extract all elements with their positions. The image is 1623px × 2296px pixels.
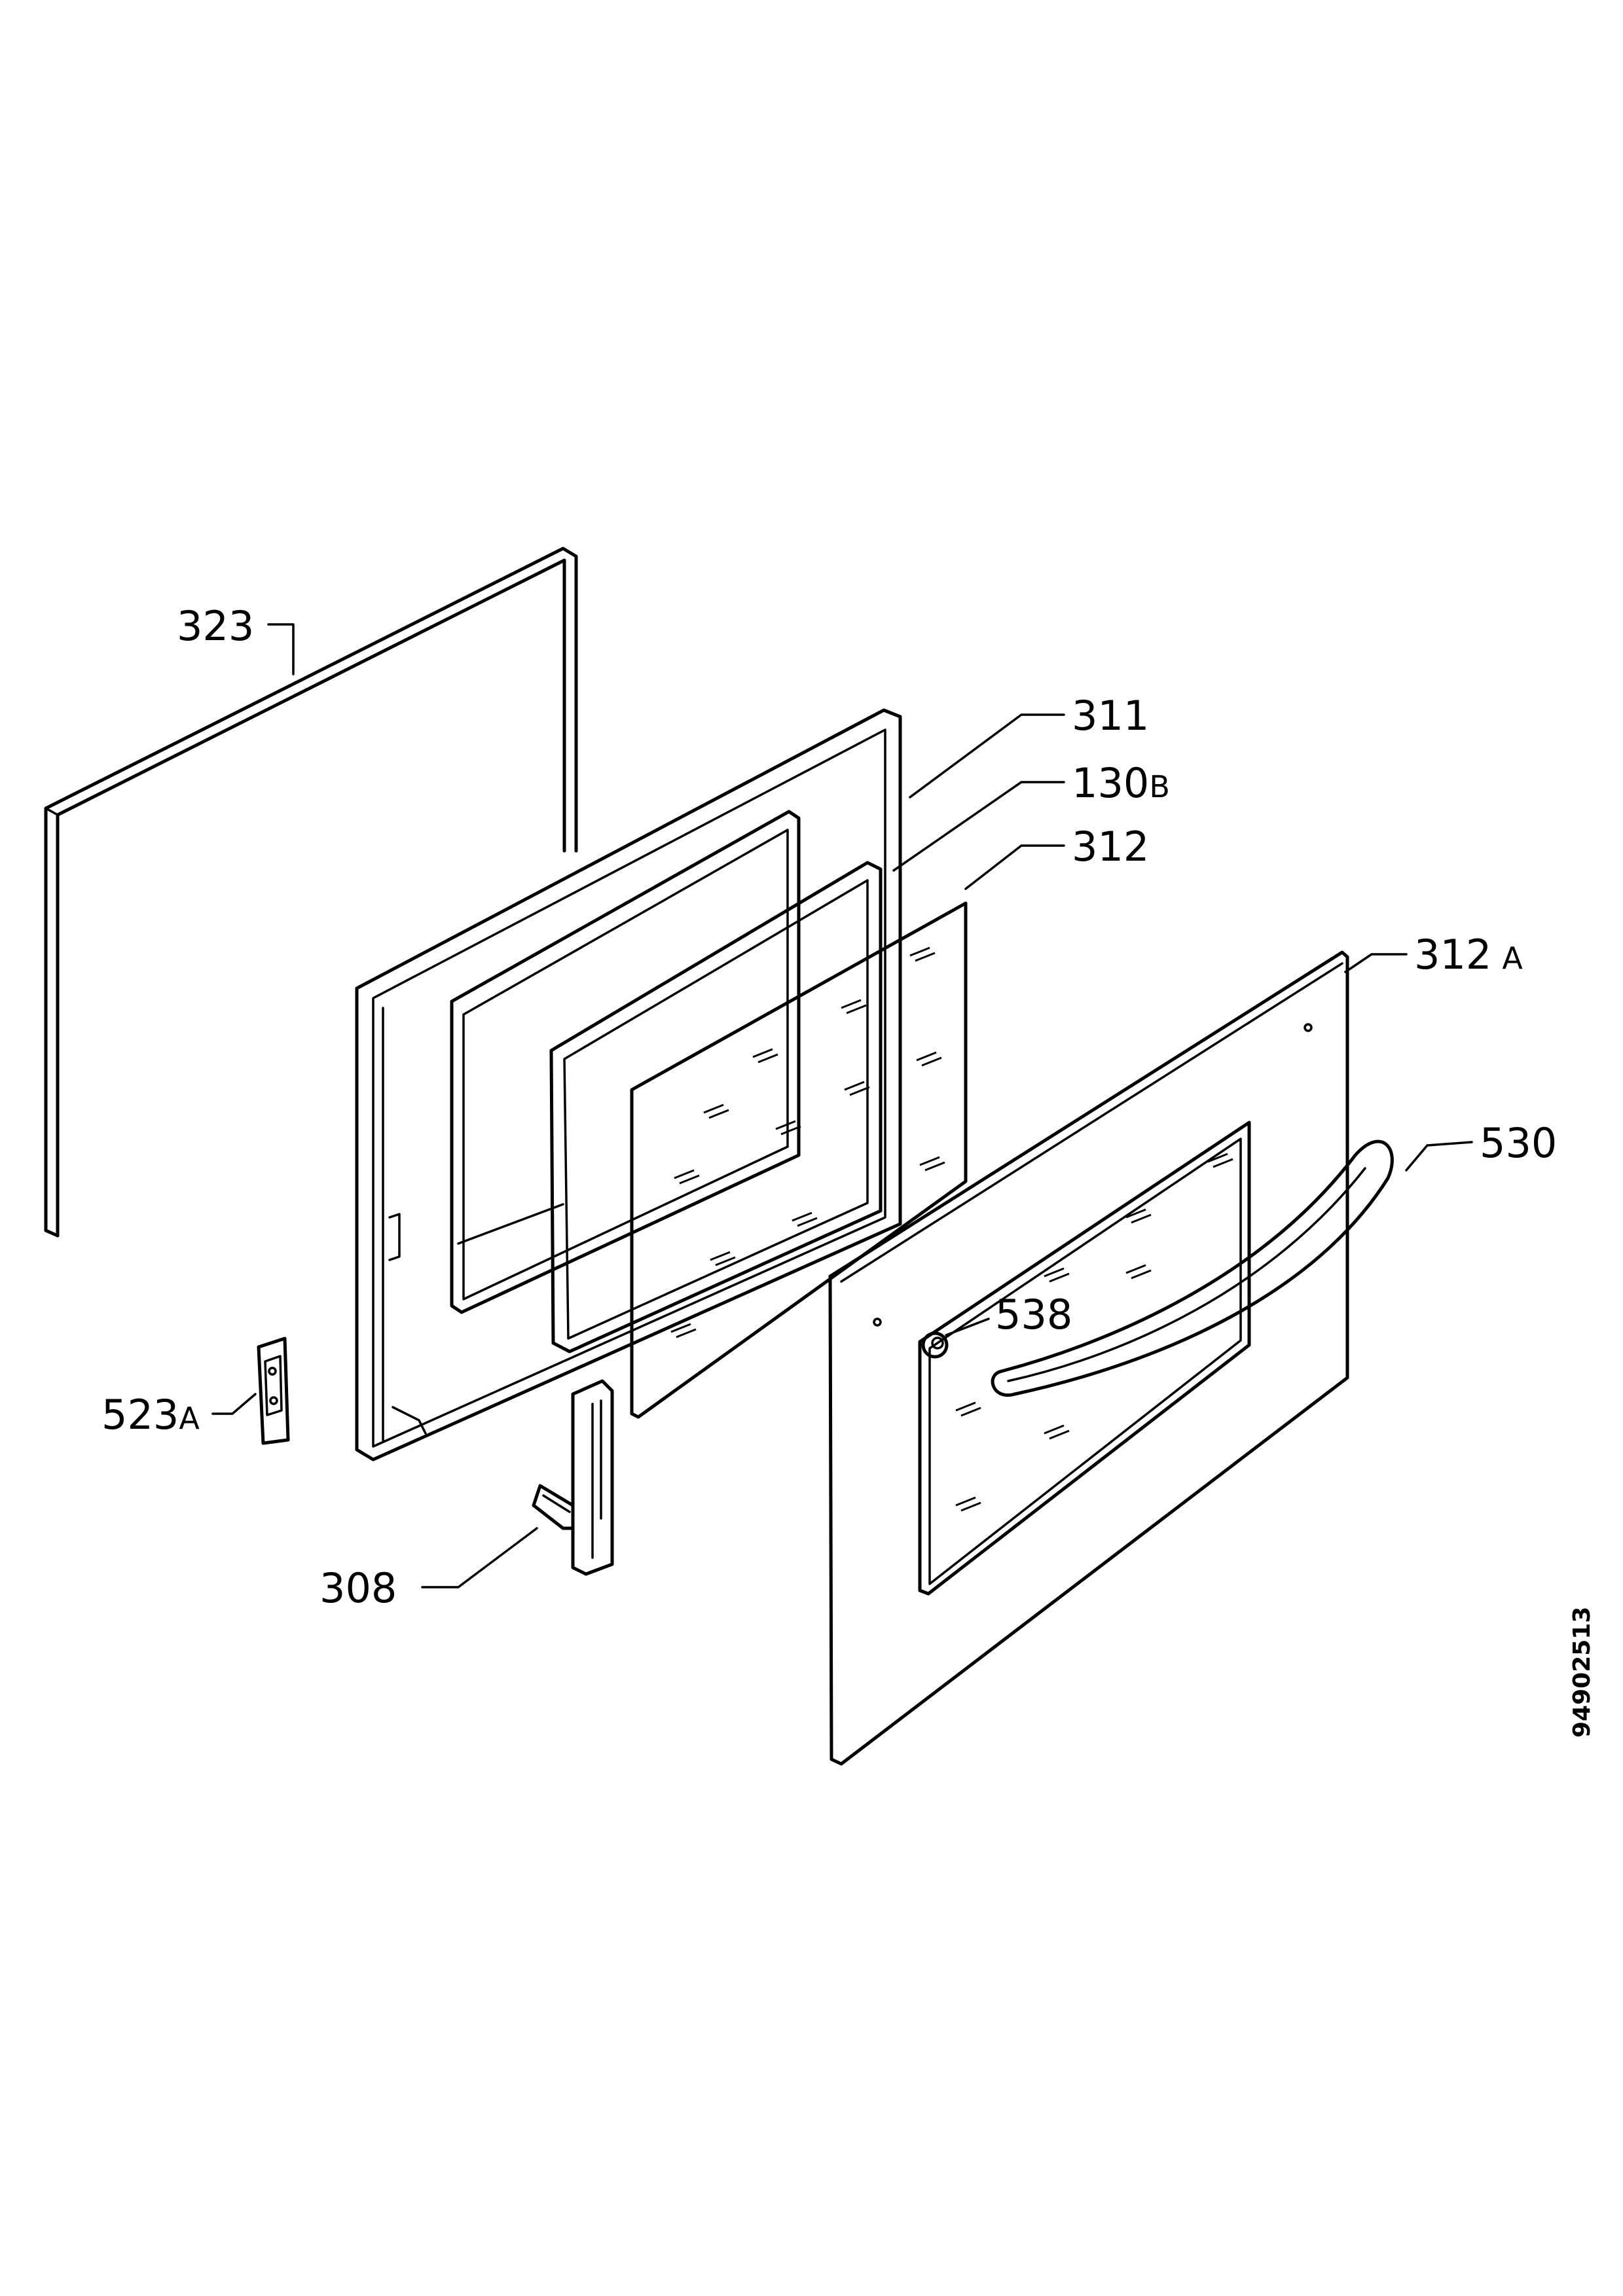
leader-538 xyxy=(945,1318,990,1336)
part-312a-outer-glass xyxy=(828,950,1349,1766)
part-312-inner-glass xyxy=(630,901,968,1419)
part-130b-glass-seal xyxy=(549,861,883,1354)
label-308: 308 xyxy=(319,1564,397,1612)
leader-130b xyxy=(892,781,1065,872)
leader-311 xyxy=(909,713,1065,798)
part-323-door-seal xyxy=(44,547,578,1238)
label-530: 530 xyxy=(1480,1119,1557,1167)
leader-530 xyxy=(1405,1141,1473,1172)
leader-lines xyxy=(211,623,1473,1588)
label-311: 311 xyxy=(1072,692,1149,740)
part-530-door-handle xyxy=(991,1139,1394,1397)
part-538-bush xyxy=(921,1331,949,1359)
label-523a: 523A xyxy=(101,1391,200,1439)
label-323: 323 xyxy=(177,602,254,650)
outer-glass-reflection-marks xyxy=(955,1153,1233,1512)
leader-312a xyxy=(1344,953,1408,973)
part-311-inner-door-frame xyxy=(355,708,902,1462)
part-523a-hinge-receiver xyxy=(257,1336,290,1445)
label-538: 538 xyxy=(995,1291,1072,1338)
leader-523a xyxy=(211,1393,257,1415)
part-308-door-hinge xyxy=(532,1379,614,1576)
drawing-code: 94902513 xyxy=(1569,1607,1596,1738)
label-130b: 130B xyxy=(1072,759,1170,807)
leader-308 xyxy=(421,1527,538,1588)
leader-312 xyxy=(964,844,1065,890)
glass-reflection-marks xyxy=(670,946,945,1338)
label-312: 312 xyxy=(1072,823,1149,870)
leader-323 xyxy=(267,623,295,675)
